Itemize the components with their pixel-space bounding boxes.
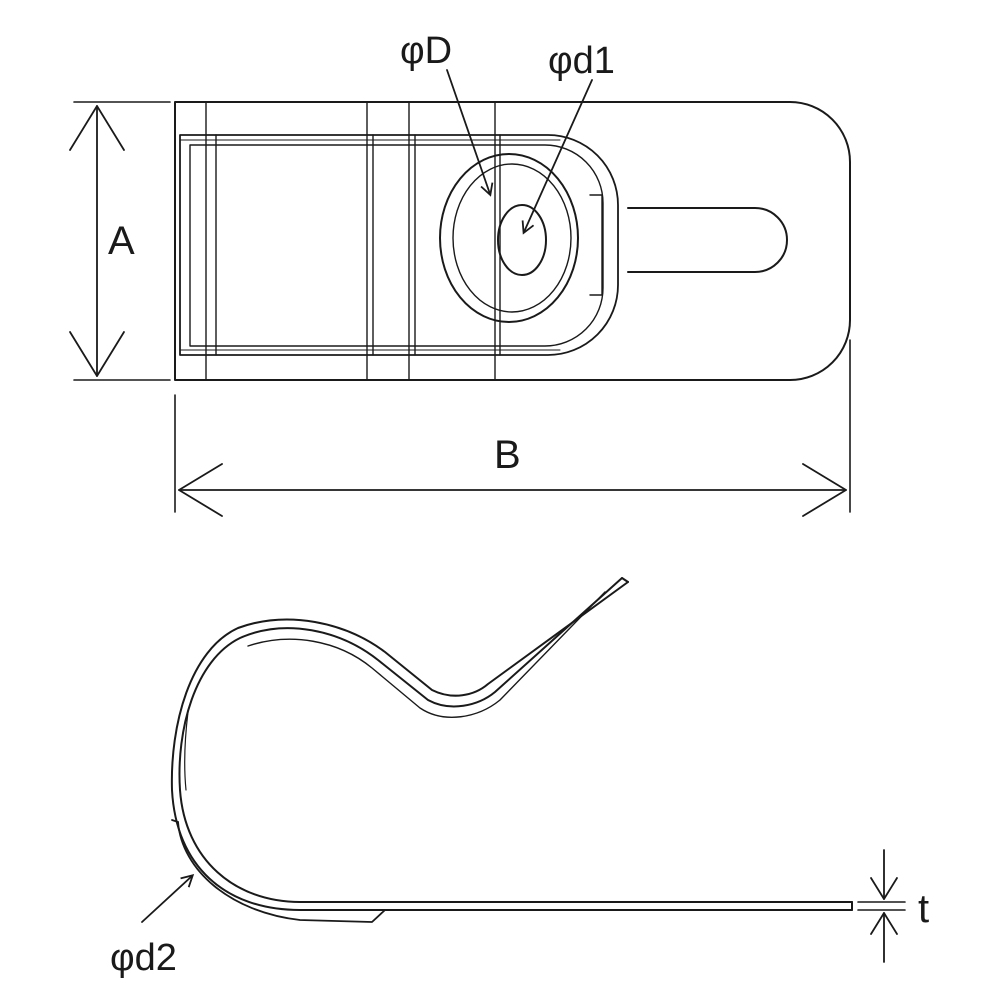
clip-top-view <box>174 69 851 381</box>
clip-lower-layer <box>177 821 386 923</box>
dimension-t <box>857 849 906 963</box>
phi-d2-leader <box>141 874 195 923</box>
clip-side-view <box>141 577 853 923</box>
clip-lower-layer-edge <box>171 819 179 823</box>
plate-outline <box>174 101 851 381</box>
label-t: t <box>918 887 929 931</box>
label-phi-D: φD <box>400 30 452 72</box>
dimension-A <box>69 101 171 381</box>
arrowhead <box>870 912 898 935</box>
label-phi-d2: φd2 <box>110 937 177 979</box>
arrowhead <box>178 463 223 517</box>
label-B: B <box>494 433 521 477</box>
clip-strip-inner <box>170 581 853 911</box>
arrowhead <box>69 331 125 377</box>
clip-strip-outer <box>178 577 853 903</box>
phi-D-leader <box>446 69 494 197</box>
arrowhead <box>69 105 125 151</box>
dimension-B <box>174 339 851 517</box>
clip-tip <box>621 577 629 583</box>
large-hole <box>439 153 579 323</box>
phi-d1-leader <box>521 79 593 235</box>
label-A: A <box>108 219 135 263</box>
folded-band-inner <box>189 144 604 347</box>
folded-band <box>179 134 619 356</box>
label-phi-d1: φd1 <box>548 40 615 82</box>
clip-fold-layer <box>247 591 606 718</box>
band-tab <box>589 194 603 296</box>
clip-inner-curve <box>184 711 189 791</box>
arrowhead <box>870 877 898 900</box>
large-hole-inner <box>452 163 572 313</box>
small-hole <box>497 204 547 276</box>
arrowhead <box>802 463 847 517</box>
slot <box>627 207 788 273</box>
